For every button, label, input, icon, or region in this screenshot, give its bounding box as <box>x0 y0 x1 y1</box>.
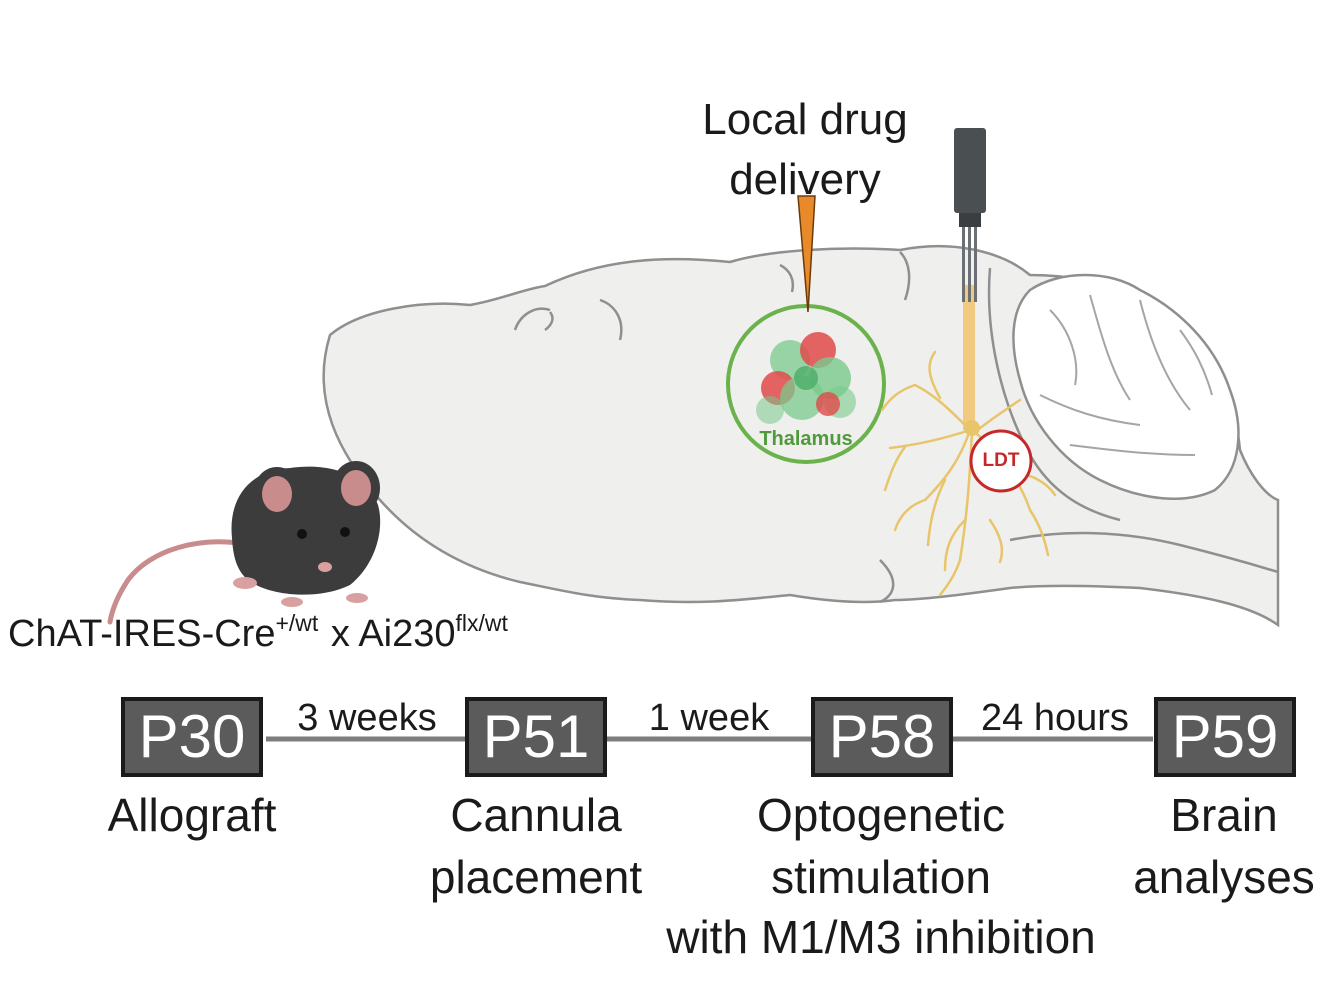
mouse-illustration <box>107 461 381 625</box>
genotype-separator: x <box>330 613 350 655</box>
genotype-label: ChAT-IRES-Cre+/wt x Ai230flx/wt <box>8 610 510 655</box>
ldt-neuron <box>880 350 1057 597</box>
interval-label-1: 3 weeks <box>297 697 437 739</box>
genotype-part-2: Ai230 <box>358 613 456 655</box>
mouse-paw-3 <box>346 593 368 603</box>
drug-delivery-label-line-2: delivery <box>729 155 881 204</box>
genotype-part-1: ChAT-IRES-Cre <box>8 613 276 655</box>
mouse-paw-2 <box>281 597 303 607</box>
stage-box-p59: P59 <box>1154 697 1296 777</box>
tumor-cluster <box>756 332 856 424</box>
ldt-label: LDT <box>982 450 1020 471</box>
stage-box-p51: P51 <box>465 697 607 777</box>
interval-label-2: 1 week <box>648 697 770 739</box>
drug-delivery-label-line-1: Local drug <box>702 95 908 144</box>
stage-description-p51-line-2: placement <box>429 851 643 903</box>
mouse-nose <box>318 562 332 572</box>
brain-sulcus-4 <box>779 263 795 293</box>
mouse-eye-left <box>297 529 307 539</box>
cerebellum-illustration <box>1012 273 1240 500</box>
mouse-eye-right <box>340 527 350 537</box>
genotype-sup-1: +/wt <box>275 610 319 636</box>
stage-description-p30: Allograft <box>107 789 277 841</box>
drug-cannula <box>797 195 816 313</box>
neuron-soma <box>964 420 980 436</box>
brain-sulcus-1 <box>513 307 551 331</box>
brain-sulcus-5 <box>899 251 911 301</box>
pons-line <box>1009 531 1279 574</box>
ldt-ring <box>969 429 1033 493</box>
genotype-sup-2: flx/wt <box>455 610 508 636</box>
stage-description-p51-line-1: Cannula <box>450 789 622 841</box>
stage-description-p59-line-2: analyses <box>1133 851 1315 903</box>
brain-sulcus-3 <box>599 298 623 341</box>
interval-label-3: 24 hours <box>981 697 1129 739</box>
stage-description-p58-line-1: Optogenetic <box>756 789 1006 841</box>
stage-description-p58-line-2: stimulation <box>771 851 991 903</box>
thalamus-ring <box>726 304 886 464</box>
optogenetic-light-beam <box>963 285 975 430</box>
optical-fiber <box>954 128 986 302</box>
brainstem-line <box>879 559 895 604</box>
mouse-tail <box>107 539 253 625</box>
stage-box-p58: P58 <box>811 697 953 777</box>
mouse-paw-1 <box>233 577 257 589</box>
thalamus-label: Thalamus <box>759 428 853 450</box>
stage-description-p59-line-1: Brain <box>1170 789 1278 841</box>
stage-box-p30: P30 <box>121 697 263 777</box>
brain-sulcus-2 <box>544 311 554 332</box>
stage-description-p58-line-3: with M1/M3 inhibition <box>666 911 1096 963</box>
